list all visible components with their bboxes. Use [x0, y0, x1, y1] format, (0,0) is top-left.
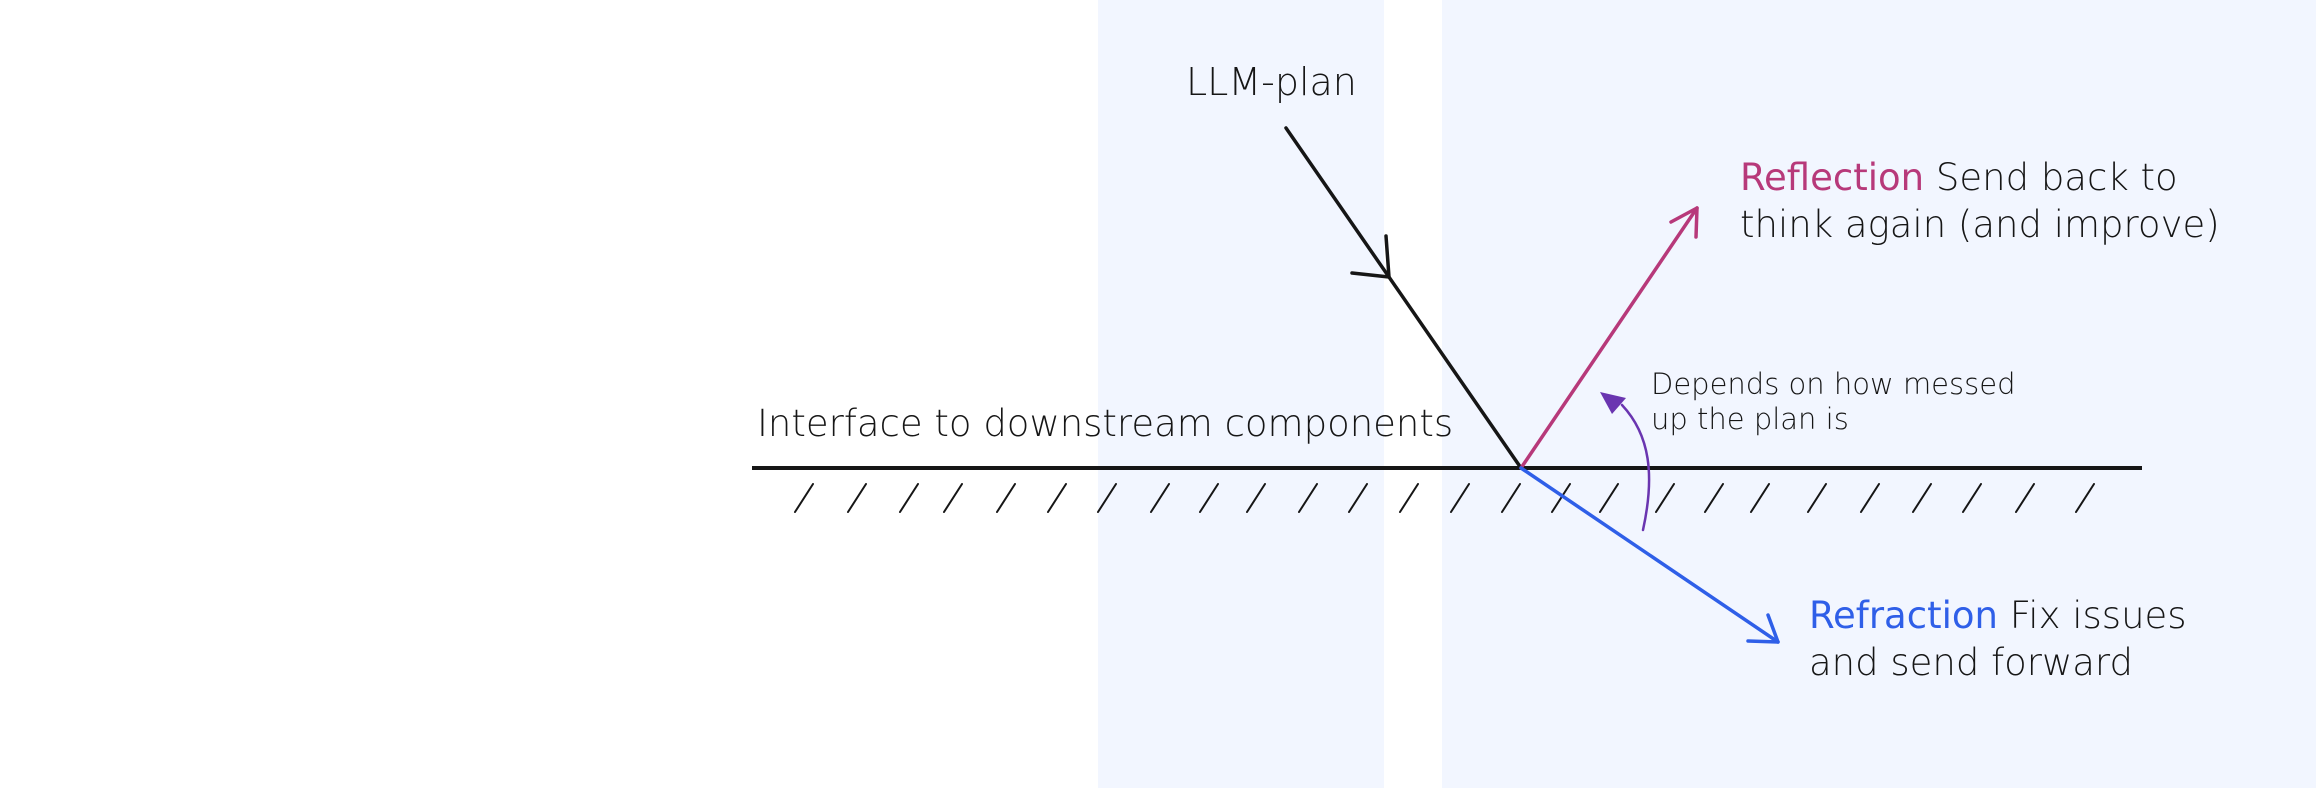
background-panel-right	[1442, 0, 2316, 788]
refraction-keyword: Refraction	[1809, 594, 1998, 637]
refraction-description-1: Fix issues	[1997, 594, 2187, 637]
reflection-label-line1: Reflection Send back to	[1740, 154, 2220, 201]
interface-label: Interface to downstream components	[757, 402, 1454, 445]
depends-line-1: Depends on how messed	[1651, 367, 2016, 401]
incoming-ray	[1284, 126, 1523, 470]
reflection-label: Reflection Send back to think again (and…	[1740, 154, 2220, 248]
refraction-description-2: and send forward	[1809, 641, 2133, 684]
background-panel-left	[1098, 0, 1384, 788]
refraction-label-line1: Refraction Fix issues	[1809, 592, 2187, 639]
refraction-label: Refraction Fix issues and send forward	[1809, 592, 2187, 686]
llm-plan-label: LLM-plan	[1186, 60, 1357, 104]
depends-line-2: up the plan is	[1651, 402, 1849, 436]
reflection-description-2: think again (and improve)	[1740, 203, 2220, 246]
reflection-ray	[1519, 206, 1699, 470]
reflection-arrowhead	[1669, 206, 1699, 239]
depends-curve-arrow	[1620, 403, 1651, 532]
depends-label: Depends on how messed up the plan is	[1651, 367, 2016, 437]
incoming-arrowhead	[1350, 234, 1391, 279]
interface-hatching	[794, 483, 2095, 513]
depends-arrowhead	[1600, 392, 1626, 414]
refraction-arrowhead	[1746, 613, 1780, 644]
reflection-keyword: Reflection	[1740, 156, 1925, 199]
refraction-ray	[1519, 466, 1780, 644]
reflection-description-1: Send back to	[1924, 156, 2178, 199]
